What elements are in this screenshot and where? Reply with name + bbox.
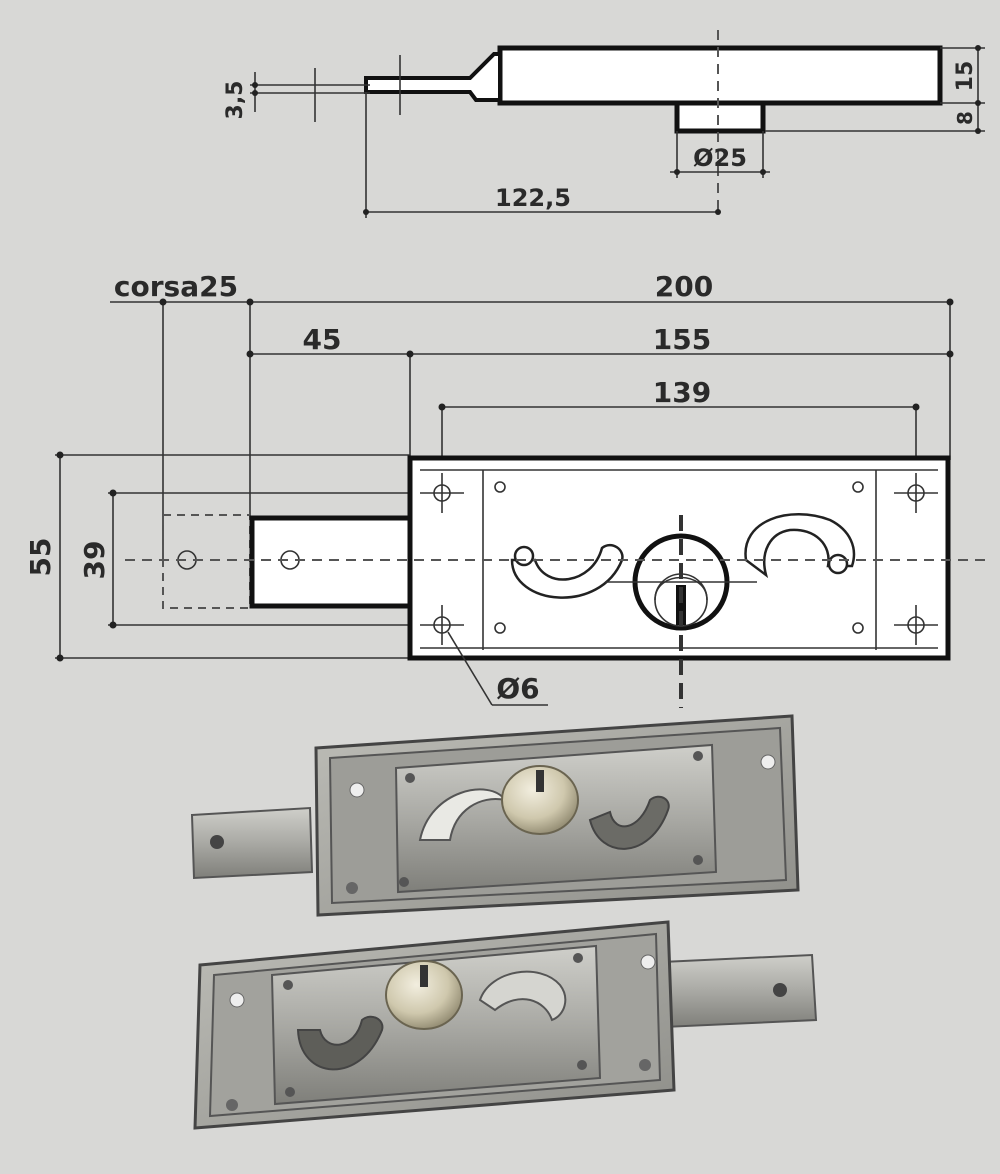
dim-lug-label: 8 (953, 111, 977, 125)
cam-slot-left (510, 543, 624, 599)
dim-height-label: 15 (953, 61, 978, 92)
cam-slot-right (744, 513, 856, 579)
dim-hole-diameter-label: Ø6 (496, 672, 539, 705)
bolt (249, 515, 415, 609)
dim-height-front-label: 55 (24, 538, 57, 577)
mounting-holes (420, 473, 938, 645)
dim-offset-label: 122,5 (495, 184, 571, 212)
lock-photo-bottom (193, 920, 818, 1130)
front-view: corsa25 200 45 155 139 55 39 Ø6 (24, 270, 985, 708)
lock-photo-top (190, 714, 800, 917)
dim-case-label: 155 (653, 323, 711, 356)
side-view-cylinder-lug (674, 100, 766, 134)
dim-total-label: 200 (655, 270, 713, 303)
dim-bolt-label: 45 (303, 323, 342, 356)
dim-holes-label: 139 (653, 376, 711, 409)
side-view: 3,5 15 8 Ø25 122,5 (223, 30, 985, 218)
dim-stroke-label: corsa25 (114, 270, 238, 303)
side-view-bolt (364, 52, 502, 102)
bolt-stroke-ghost (162, 514, 251, 609)
dim-thickness-label: 3,5 (223, 81, 248, 120)
dim-bolt-height-label: 39 (78, 541, 111, 580)
dim-cylinder-label: Ø25 (693, 144, 747, 172)
side-view-body (497, 45, 943, 106)
